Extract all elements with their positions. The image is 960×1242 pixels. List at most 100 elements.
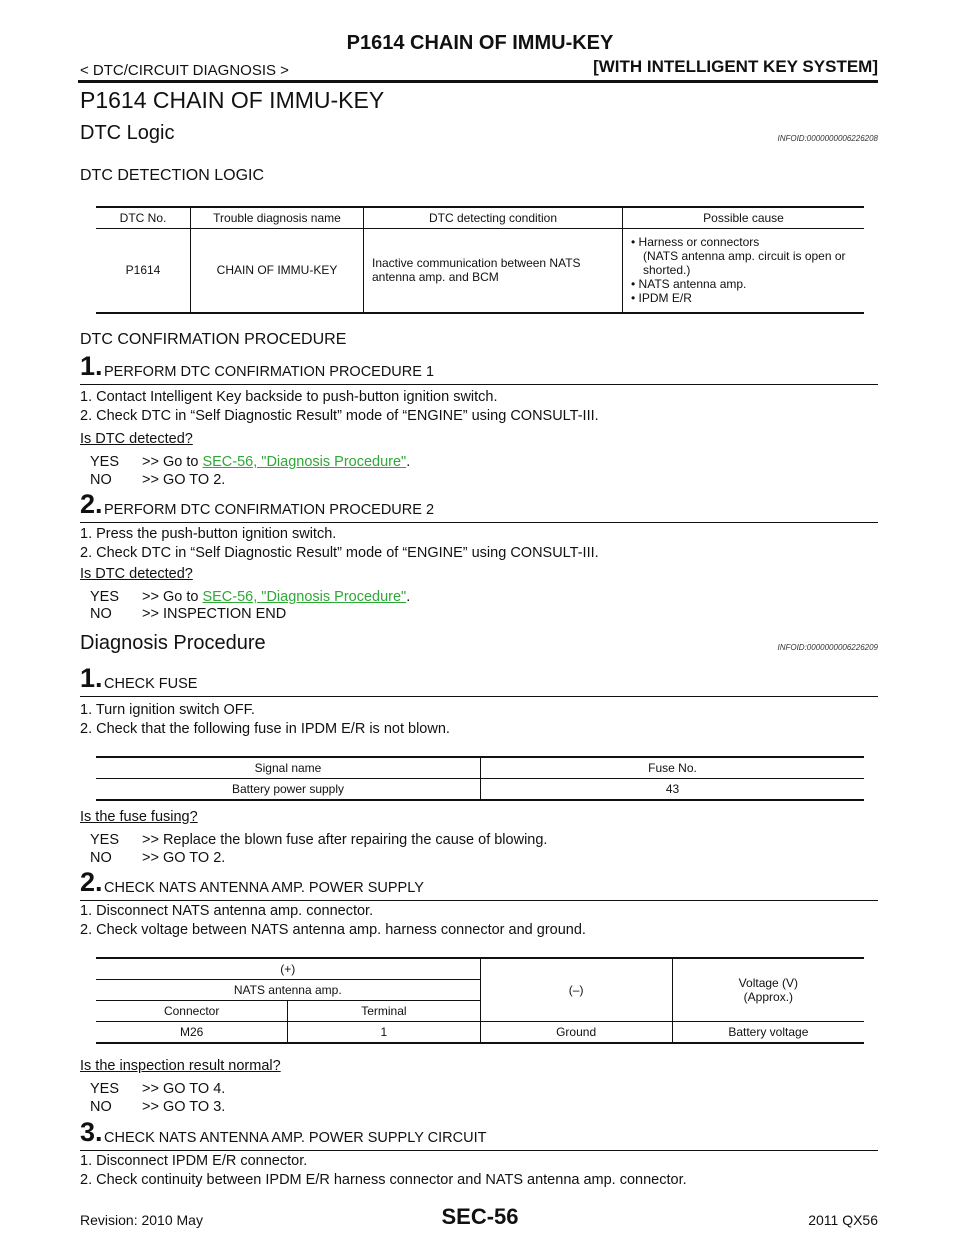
voltage-cell: Battery voltage: [671, 1021, 864, 1044]
page-title: P1614 CHAIN OF IMMU-KEY: [80, 87, 385, 113]
step-number: 2.: [80, 489, 103, 519]
diagnosis-procedure-link[interactable]: SEC-56, "Diagnosis Procedure": [202, 589, 407, 605]
trouble-name-cell: CHAIN OF IMMU-KEY: [190, 228, 364, 314]
step-title: CHECK NATS ANTENNA AMP. POWER SUPPLY CIR…: [104, 1130, 487, 1146]
terminal-header: Terminal: [287, 1000, 481, 1022]
possible-cause-cell: • Harness or connectors (NATS antenna am…: [622, 228, 864, 314]
yes-text: >> GO TO 4.: [142, 1081, 226, 1097]
footer-page-number: SEC-56: [441, 1204, 519, 1229]
confirmation-step-1: 1. PERFORM DTC CONFIRMATION PROCEDURE 1: [80, 348, 878, 385]
yes-label: YES: [90, 832, 120, 848]
yes-suffix: .: [406, 589, 411, 605]
answer-no: NO >> GO TO 3.: [90, 1099, 225, 1115]
step-instruction: 1. Turn ignition switch OFF.: [80, 702, 255, 718]
no-label: NO: [90, 472, 112, 488]
no-text: >> GO TO 3.: [142, 1099, 226, 1115]
answer-yes: YES >> Go to SEC-56, "Diagnosis Procedure…: [90, 454, 410, 470]
answer-yes: YES >> GO TO 4.: [90, 1081, 225, 1097]
connector-header: Connector: [96, 1000, 288, 1022]
yes-text: >> Replace the blown fuse after repairin…: [142, 832, 548, 848]
dtc-logic-table: DTC No. Trouble diagnosis name DTC detec…: [96, 206, 864, 314]
diagnosis-step-2: 2. CHECK NATS ANTENNA AMP. POWER SUPPLY: [80, 864, 878, 901]
dtc-logic-infoid: INFOID:0000000006226208: [777, 134, 878, 143]
no-label: NO: [90, 606, 112, 622]
col-detecting-condition: DTC detecting condition: [363, 206, 623, 229]
yes-suffix: .: [406, 454, 411, 470]
fuse-table: Signal name Fuse No. Battery power suppl…: [96, 756, 864, 801]
step-number: 3.: [80, 1117, 103, 1147]
step-instruction: 2. Check DTC in “Self Diagnostic Result”…: [80, 408, 599, 424]
voltage-header: Voltage (V) (Approx.): [671, 958, 864, 1022]
step-title: CHECK NATS ANTENNA AMP. POWER SUPPLY: [104, 880, 424, 896]
voltage-table: (+) (–) Voltage (V) (Approx.) NATS anten…: [96, 957, 864, 1044]
step-instruction: 1. Press the push-button ignition switch…: [80, 526, 337, 542]
yes-prefix: >> Go to: [142, 454, 203, 470]
step-instruction: 2. Check that the following fuse in IPDM…: [80, 721, 450, 737]
step-question: Is the inspection result normal?: [80, 1058, 281, 1074]
confirmation-step-2: 2. PERFORM DTC CONFIRMATION PROCEDURE 2: [80, 486, 878, 523]
step-number: 1.: [80, 351, 103, 381]
diagnosis-step-3: 3. CHECK NATS ANTENNA AMP. POWER SUPPLY …: [80, 1114, 878, 1151]
header-section-label: < DTC/CIRCUIT DIAGNOSIS >: [80, 62, 289, 79]
no-text: >> INSPECTION END: [142, 606, 287, 622]
col-trouble-name: Trouble diagnosis name: [190, 206, 364, 229]
voltage-label: Voltage (V): [738, 976, 799, 990]
step-instruction: 1. Disconnect NATS antenna amp. connecto…: [80, 903, 374, 919]
connector-cell: M26: [96, 1021, 288, 1044]
diagnosis-step-1: 1. CHECK FUSE: [80, 660, 878, 697]
fuse-no-cell: 43: [480, 778, 864, 801]
step-number: 2.: [80, 867, 103, 897]
col-dtc-no: DTC No.: [96, 206, 191, 229]
dtc-logic-heading: DTC Logic: [80, 122, 175, 144]
col-possible-cause: Possible cause: [622, 206, 864, 229]
header-rule: [78, 80, 878, 83]
answer-yes: YES >> Replace the blown fuse after repai…: [90, 832, 547, 848]
step-instruction: 1. Contact Intelligent Key backside to p…: [80, 389, 498, 405]
cause-item: • Harness or connectors: [631, 235, 760, 250]
header-system-label: [WITH INTELLIGENT KEY SYSTEM]: [593, 57, 878, 76]
minus-header: (–): [479, 958, 673, 1022]
yes-label: YES: [90, 589, 120, 605]
dtc-no-cell: P1614: [96, 228, 191, 314]
col-signal-name: Signal name: [96, 756, 481, 779]
cause-item: • IPDM E/R: [631, 291, 692, 306]
answer-no: NO >> INSPECTION END: [90, 606, 286, 622]
no-text: >> GO TO 2.: [142, 472, 226, 488]
col-fuse-no: Fuse No.: [480, 756, 864, 779]
step-title: CHECK FUSE: [104, 676, 198, 692]
step-question: Is DTC detected?: [80, 566, 193, 582]
approx-label: (Approx.): [743, 990, 794, 1004]
yes-label: YES: [90, 1081, 120, 1097]
dtc-confirmation-heading: DTC CONFIRMATION PROCEDURE: [80, 331, 347, 348]
footer-revision: Revision: 2010 May: [80, 1212, 203, 1228]
step-instruction: 2. Check continuity between IPDM E/R har…: [80, 1172, 687, 1188]
answer-no: NO >> GO TO 2.: [90, 472, 225, 488]
answer-yes: YES >> Go to SEC-56, "Diagnosis Procedure…: [90, 589, 410, 605]
signal-name-cell: Battery power supply: [96, 778, 481, 801]
no-text: >> GO TO 2.: [142, 850, 226, 866]
diagnosis-procedure-link[interactable]: SEC-56, "Diagnosis Procedure": [202, 454, 407, 470]
yes-prefix: >> Go to: [142, 589, 203, 605]
step-instruction: 2. Check DTC in “Self Diagnostic Result”…: [80, 545, 599, 561]
detecting-condition-cell: Inactive communication between NATS ante…: [363, 228, 623, 314]
step-question: Is DTC detected?: [80, 431, 193, 447]
diagnosis-procedure-heading: Diagnosis Procedure: [80, 632, 266, 654]
ground-cell: Ground: [479, 1021, 673, 1044]
no-label: NO: [90, 1099, 112, 1115]
header-title: P1614 CHAIN OF IMMU-KEY: [346, 32, 614, 54]
diagnosis-infoid: INFOID:0000000006226209: [777, 643, 878, 652]
no-label: NO: [90, 850, 112, 866]
yes-label: YES: [90, 454, 120, 470]
step-instruction: 2. Check voltage between NATS antenna am…: [80, 922, 586, 938]
step-instruction: 1. Disconnect IPDM E/R connector.: [80, 1153, 308, 1169]
cause-item: • NATS antenna amp.: [631, 277, 747, 292]
step-title: PERFORM DTC CONFIRMATION PROCEDURE 1: [104, 364, 435, 380]
plus-header: (+): [96, 958, 481, 980]
answer-no: NO >> GO TO 2.: [90, 850, 225, 866]
terminal-cell: 1: [287, 1021, 481, 1044]
footer-model: 2011 QX56: [808, 1212, 878, 1228]
step-question: Is the fuse fusing?: [80, 809, 198, 825]
amp-header: NATS antenna amp.: [96, 979, 481, 1001]
cause-item-detail: (NATS antenna amp. circuit is open or sh…: [643, 249, 846, 278]
step-title: PERFORM DTC CONFIRMATION PROCEDURE 2: [104, 502, 435, 518]
